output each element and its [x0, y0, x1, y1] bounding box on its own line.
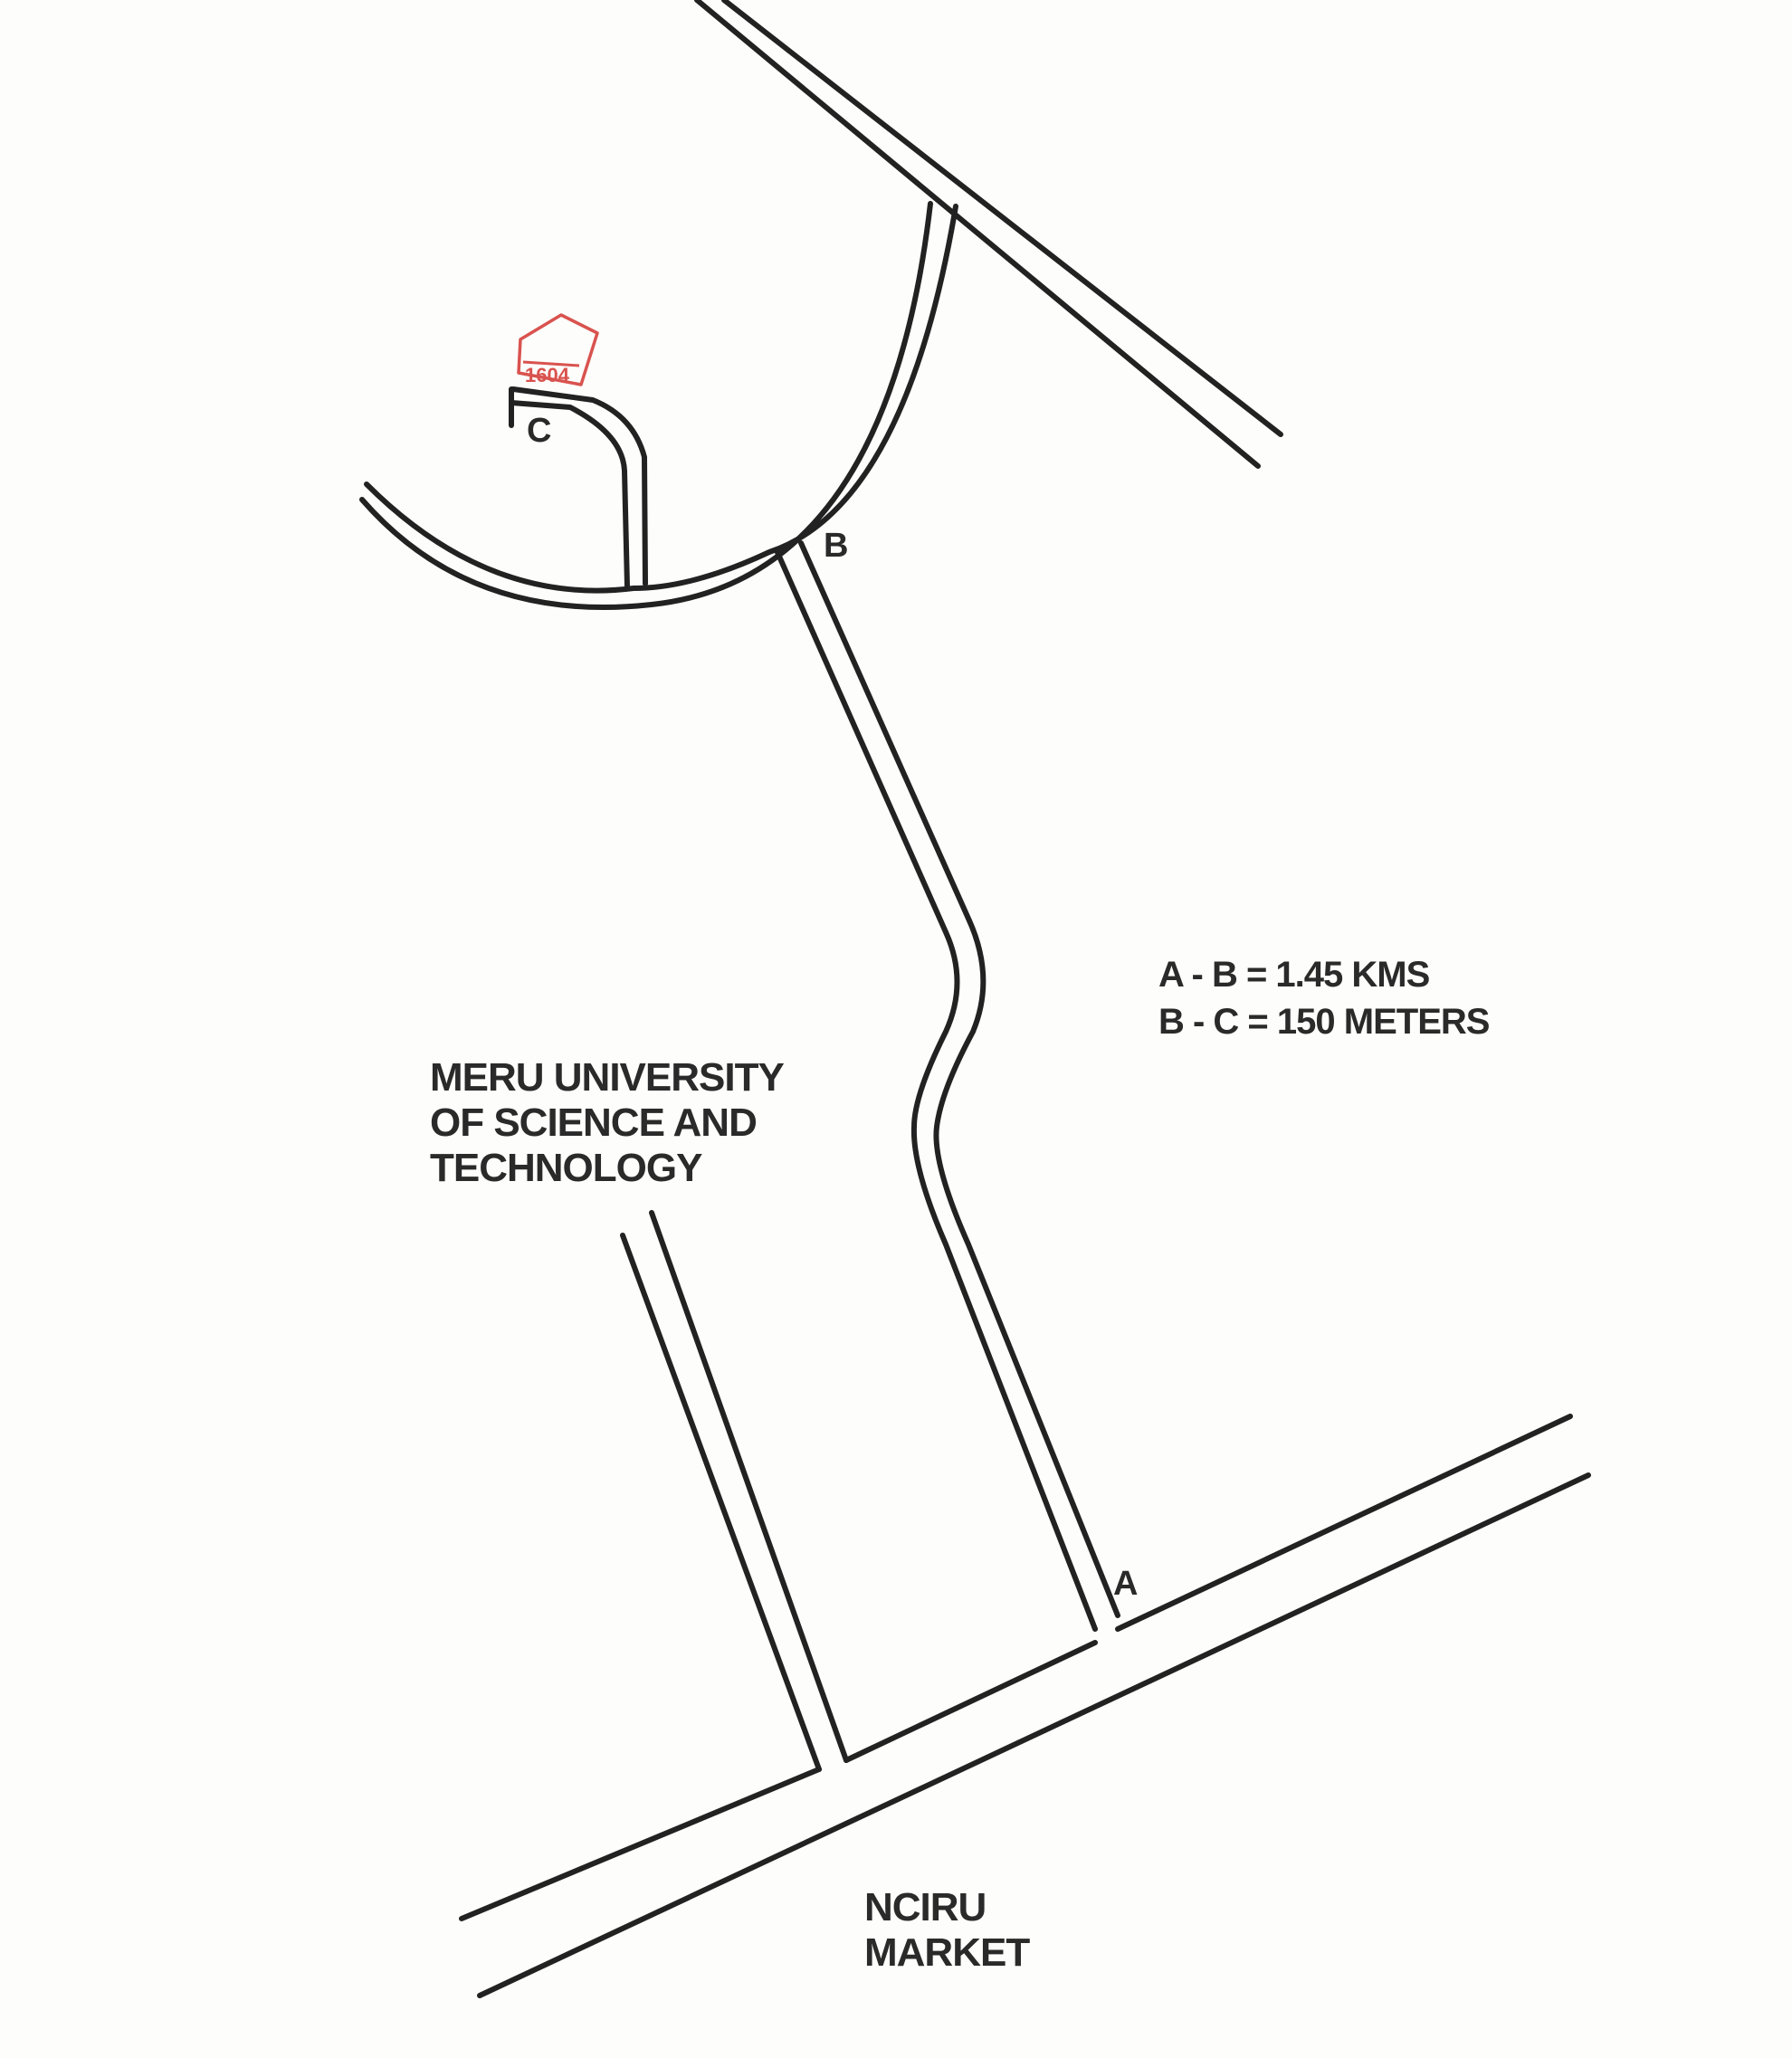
point-a-label: A	[1113, 1565, 1138, 1603]
market-label-line-1: NCIRU	[864, 1885, 986, 1929]
distance-a-b-label: A - B = 1.45 KMS	[1158, 955, 1430, 995]
point-c-label: C	[527, 412, 551, 450]
university-label-line-1: MERU UNIVERSITY	[430, 1055, 784, 1100]
university-label-line-2: OF SCIENCE AND	[430, 1100, 757, 1145]
curved-access-road	[359, 201, 958, 610]
university-label-line-3: TECHNOLOGY	[430, 1146, 702, 1190]
distance-b-c-label: B - C = 150 METERS	[1158, 1002, 1490, 1042]
university-label: MERU UNIVERSITY OF SCIENCE AND TECHNOLOG…	[430, 1055, 793, 1190]
market-label: NCIRU MARKET	[864, 1885, 1030, 1975]
lower-main-road	[459, 1414, 1591, 1998]
market-label-line-2: MARKET	[864, 1930, 1030, 1975]
point-b-label: B	[824, 527, 848, 565]
university-road	[620, 1210, 849, 1772]
plot-1604-boundary: 1604	[517, 313, 599, 386]
plot-number-label: 1604	[525, 364, 570, 386]
access-road-b-a	[774, 540, 1120, 1632]
spur-road-b-c	[509, 386, 648, 589]
upper-main-road	[694, 0, 1283, 469]
